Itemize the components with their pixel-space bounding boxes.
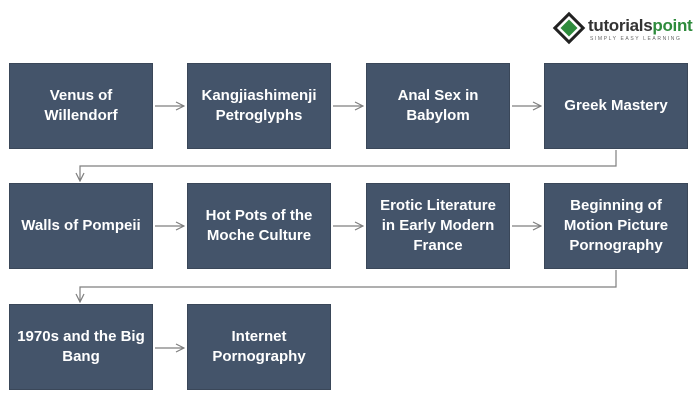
step-box: Anal Sex in Babylom xyxy=(366,63,510,149)
step-box: Erotic Literature in Early Modern France xyxy=(366,183,510,269)
logo-text: tutorialspoint xyxy=(588,16,693,35)
tutorialspoint-logo: tutorialspoint SIMPLY EASY LEARNING xyxy=(552,8,697,48)
step-box: 1970s and the Big Bang xyxy=(9,304,153,390)
step-box: Kangjiashimenji Petroglyphs xyxy=(187,63,331,149)
logo-diamond-icon xyxy=(552,11,586,45)
wrap-arrow xyxy=(80,150,617,181)
wrap-arrow xyxy=(80,270,617,302)
step-box: Venus of Willendorf xyxy=(9,63,153,149)
logo-tagline: SIMPLY EASY LEARNING xyxy=(590,36,682,42)
step-box: Beginning of Motion Picture Pornography xyxy=(544,183,688,269)
step-box: Hot Pots of the Moche Culture xyxy=(187,183,331,269)
step-box: Greek Mastery xyxy=(544,63,688,149)
step-box: Internet Pornography xyxy=(187,304,331,390)
step-box: Walls of Pompeii xyxy=(9,183,153,269)
